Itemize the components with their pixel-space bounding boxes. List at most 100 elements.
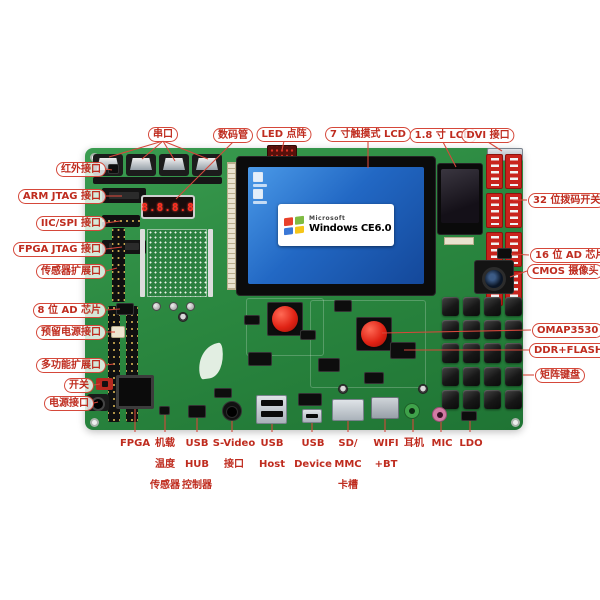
label-omap3530: OMAP3530	[532, 323, 600, 338]
seven-segment-display: 8.8.8.8	[141, 195, 195, 219]
label-fpga-jtag: FPGA JTAG 接口	[13, 242, 106, 257]
flag-pane-green	[295, 215, 304, 224]
db9-shell	[196, 158, 218, 170]
label-wifi-bt: WIFI +BT	[373, 433, 398, 475]
lcd-1-8inch-screen	[441, 169, 479, 223]
label-power-port: 电源接口	[44, 396, 94, 411]
icon-label-bar	[253, 184, 267, 187]
label-line: WIFI	[373, 438, 399, 449]
sd-mmc-slot	[332, 399, 364, 421]
female-header-strip	[140, 229, 145, 297]
db9-serial-connector	[159, 154, 189, 176]
red-heatsink-sticker	[272, 306, 298, 332]
flag-pane-blue	[284, 226, 293, 235]
label-headphone: 耳机	[404, 433, 424, 454]
keypad-key	[505, 320, 522, 340]
serial-connector-base	[93, 177, 222, 184]
label-led-dot-matrix: LED 点阵	[256, 127, 312, 142]
red-heatsink-sticker	[361, 321, 387, 347]
label-line: 传感器	[150, 480, 180, 491]
matrix-keypad	[442, 297, 522, 409]
label-usb-hub: USB HUB 控制器	[182, 433, 212, 496]
label-iic-spi: IIC/SPI 接口	[35, 216, 106, 231]
label-arm-jtag: ARM JTAG 接口	[17, 189, 106, 204]
label-switch: 开关	[64, 378, 94, 393]
label-ddr-flash: DDR+FLASH	[529, 343, 600, 358]
usb-host-port	[256, 395, 287, 424]
icon-glyph	[253, 189, 263, 199]
ic-chip	[318, 358, 340, 372]
power-switch	[96, 378, 113, 390]
label-ad-8bit: 8 位 AD 芯片	[32, 303, 106, 318]
label-line: Device	[294, 459, 332, 470]
label-dip-switch-32bit: 32 位拨码开关	[528, 193, 600, 208]
dip-switch-block	[486, 154, 503, 189]
ic-chip	[248, 352, 272, 366]
label-serial-port: 串口	[148, 127, 178, 142]
fpga-chip	[116, 375, 154, 409]
cmos-camera-module	[474, 260, 514, 294]
ir-receiver	[108, 164, 119, 174]
db9-shell	[130, 158, 152, 170]
os-version: CE6.0	[360, 223, 392, 234]
label-lcd-7inch: 7 寸触摸式 LCD	[325, 127, 411, 142]
keypad-key	[442, 389, 459, 409]
label-line: 卡槽	[338, 480, 358, 491]
jtag-slot	[109, 192, 139, 199]
arm-jtag-connector	[102, 188, 146, 203]
label-reserved-power: 预留电源接口	[36, 325, 106, 340]
db9-serial-connector	[126, 154, 156, 176]
keypad-key	[463, 366, 480, 386]
mounting-hole	[90, 418, 99, 427]
mic-jack	[432, 407, 447, 422]
keypad-key	[442, 366, 459, 386]
label-line: 耳机	[404, 438, 424, 449]
usb-slot	[260, 400, 283, 406]
ic-chip	[298, 393, 322, 406]
db9-serial-connector	[192, 154, 222, 176]
dip-switch-block	[505, 193, 522, 228]
switch-knob	[101, 381, 108, 387]
keypad-key	[505, 297, 522, 317]
camera-lens	[482, 267, 506, 291]
label-line: USB	[260, 438, 284, 449]
windows-flag-icon	[284, 215, 304, 235]
ic-chip	[334, 300, 352, 312]
ic-chip	[300, 330, 316, 340]
keypad-key	[505, 343, 522, 363]
flag-pane-red	[284, 216, 293, 226]
microsoft-text: Microsoft	[309, 215, 346, 222]
label-seven-segment: 数码管	[213, 128, 253, 143]
usb-hub-controller-chip	[188, 405, 206, 418]
label-line: 接口	[224, 459, 244, 470]
usb-slot	[306, 414, 318, 418]
label-usb-device: USB Device	[294, 433, 332, 475]
keypad-key	[484, 366, 501, 386]
dip-switch-block	[505, 154, 522, 189]
keypad-key	[505, 366, 522, 386]
logo-text-block: Microsoft Windows CE6.0	[309, 215, 392, 235]
capacitor	[178, 312, 188, 322]
icon-label-bar	[253, 201, 267, 204]
capacitor	[418, 384, 428, 394]
label-cmos-camera: CMOS 摄像头	[527, 264, 600, 279]
label-line: 温度	[155, 459, 175, 470]
s-video-hole	[226, 406, 238, 418]
label-line: Host	[259, 459, 285, 470]
keypad-key	[484, 389, 501, 409]
tactile-button	[186, 302, 195, 311]
prototype-area	[147, 229, 207, 297]
label-ad-16bit: 16 位 AD 芯片	[530, 248, 600, 263]
keypad-key	[442, 320, 459, 340]
os-name: Windows	[309, 223, 358, 234]
label-fpga: FPGA	[120, 433, 150, 454]
ldo-regulator	[461, 411, 477, 421]
usb-slot	[260, 411, 283, 417]
label-line: +BT	[374, 459, 398, 470]
label-line: USB	[185, 438, 209, 449]
silkscreen-outline	[246, 298, 324, 356]
windows-ce-logo: Microsoft Windows CE6.0	[278, 204, 394, 246]
tactile-button	[152, 302, 161, 311]
label-sd-mmc: SD/ MMC 卡槽	[334, 433, 361, 496]
